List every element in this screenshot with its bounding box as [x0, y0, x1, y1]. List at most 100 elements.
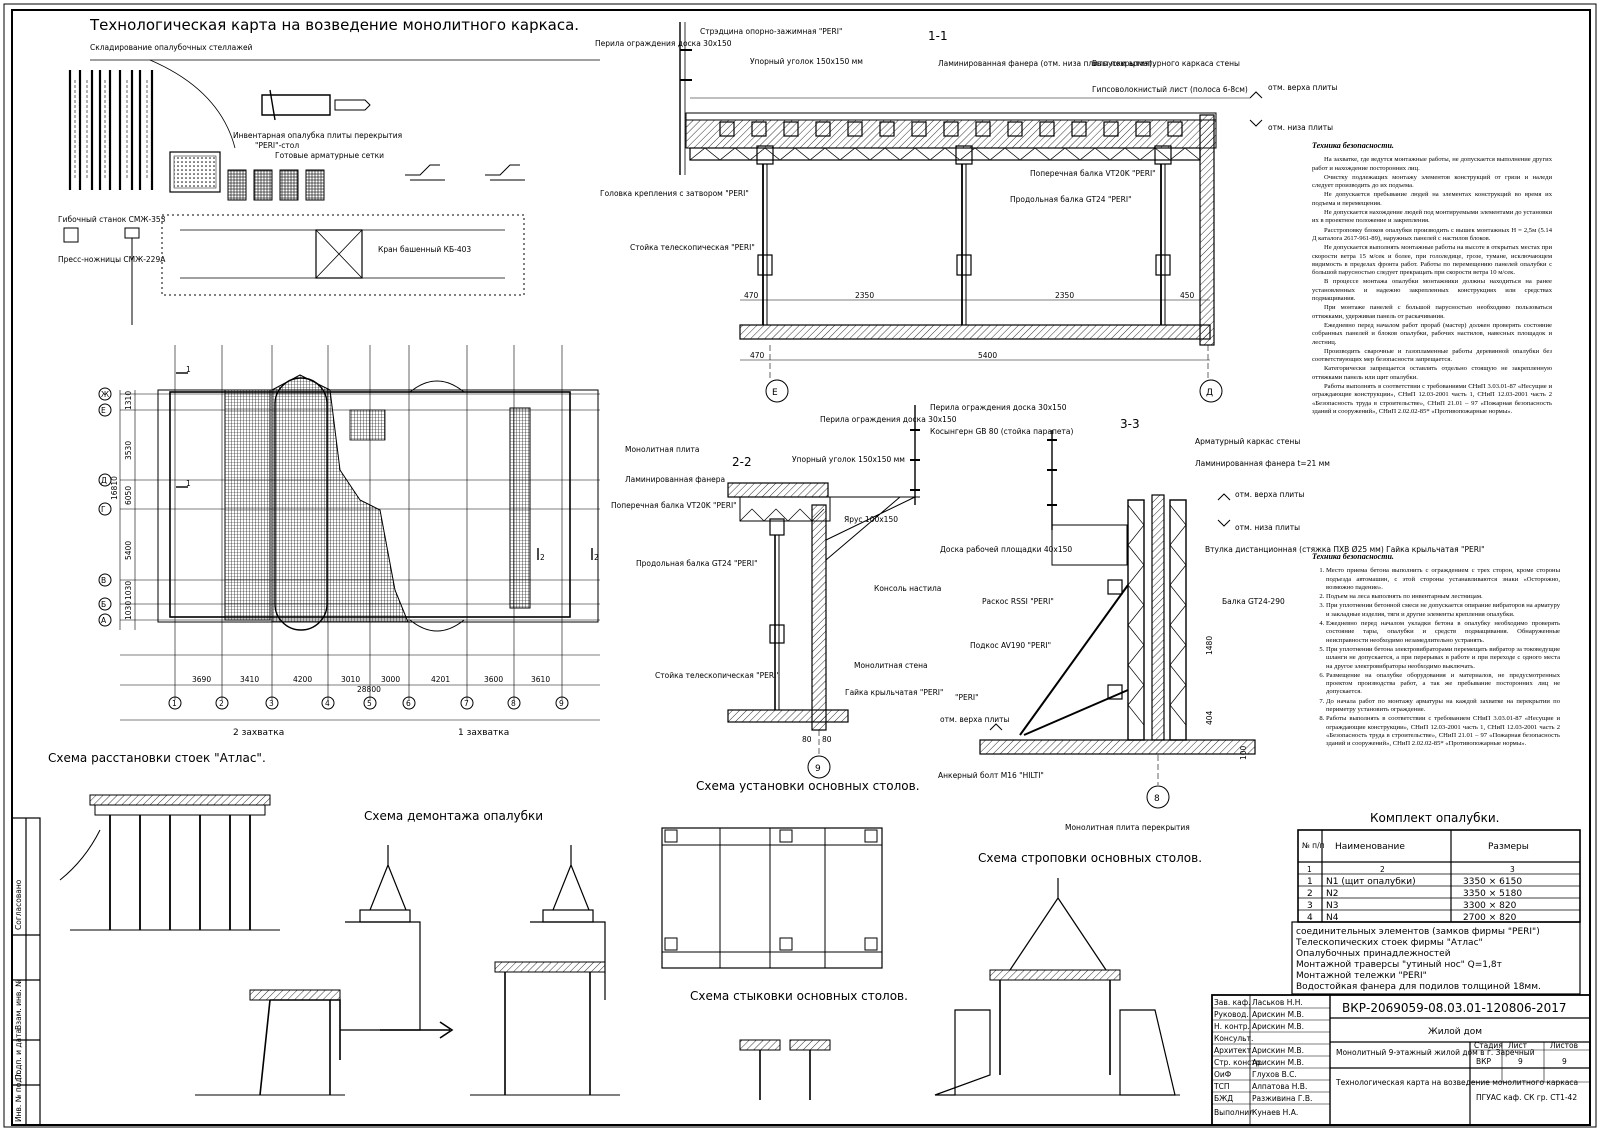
section-1-1-title: 1-1: [928, 29, 948, 43]
s11-rack-label: Стрэдцина опорно-зажимная "PERI": [700, 27, 842, 36]
tb-role-8: БЖД: [1214, 1094, 1233, 1103]
s11-head-label: Головка крепления с затвором "PERI": [600, 189, 749, 198]
tb-name-0: Ласьков Н.Н.: [1252, 998, 1303, 1007]
tb-role-7: ТСП: [1213, 1082, 1229, 1091]
s11-outlets-label: Выпуски арматурного каркаса стены: [1092, 59, 1240, 68]
tb-role-6: ОиФ: [1214, 1070, 1232, 1079]
row-axis-3: Г: [101, 505, 106, 514]
tb-role-3: Консульт.: [1214, 1034, 1253, 1043]
kit-row-1-size: 3350 × 5180: [1463, 889, 1522, 899]
col-dim-4: 3000: [381, 675, 400, 684]
safety-2-item: При уплотнении бетонной смеси не допуска…: [1326, 602, 1560, 619]
row-axis-4: В: [101, 576, 106, 585]
s33-strut-label: Подкос AV190 "PERI": [970, 641, 1051, 650]
safety-1-p0: На захватке, где ведутся монтажные работ…: [1312, 156, 1552, 172]
safety-1-p7: При монтаже панелей с большой парусность…: [1312, 304, 1552, 320]
row-dim-0: 1310: [124, 391, 133, 410]
kit-table: [1291, 829, 1581, 995]
s22-wall-label: Монолитная стена: [854, 661, 928, 670]
tb-name-1: Арискин М.В.: [1252, 1010, 1304, 1019]
tb-sheets-header: Листов: [1550, 1041, 1578, 1050]
safety-1-p1: Очистку подлежащих монтажу элементов кон…: [1312, 173, 1552, 190]
section-2-2-title: 2-2: [732, 455, 752, 469]
safety-2-item: До начала работ по монтажу арматуры на к…: [1326, 698, 1560, 715]
col-axis-2: 3: [269, 699, 274, 708]
dismantle-scheme-title: Схема демонтажа опалубки: [364, 809, 543, 823]
section-mark-1b: 1: [186, 479, 191, 488]
kit-row-2-name: N3: [1326, 901, 1338, 911]
side-stamp-agreed: Согласовано: [14, 879, 23, 930]
kit-row-3-size: 2700 × 820: [1463, 913, 1517, 923]
s33-brace-label: Раскос RSSI "PERI": [982, 597, 1054, 606]
kit-index-1: 1: [1307, 865, 1312, 874]
s22-nut-label: Гайка крыльчатая "PERI": [845, 688, 943, 697]
s11-cross-beam-label: Поперечная балка VT20K "PERI": [1030, 169, 1156, 178]
s22-dim-1: 80: [822, 735, 832, 744]
s22-slab-label: Монолитная плита: [625, 445, 700, 454]
crane-label: Кран башенный КБ-403: [378, 245, 471, 254]
section-mark-1a: 1: [186, 365, 191, 374]
kit-note-1: Телескопических стоек фирмы "Атлас": [1295, 938, 1483, 948]
s33-dim-0: 1480: [1205, 636, 1214, 655]
s33-bottom-mark: отм. низа плиты: [1235, 523, 1300, 532]
s33-top-mark: отм. верха плиты: [1235, 490, 1305, 499]
tb-object: Жилой дом: [1428, 1027, 1482, 1037]
tb-code: ВКР-2069059-08.03.01-120806-2017: [1342, 1001, 1567, 1015]
s22-prop-label: Стойка телескопическая "PERI": [655, 671, 780, 680]
side-stamp-sign: Подп. и дата: [14, 1029, 23, 1080]
s22-railing-label: Перила ограждения доска 30х150: [820, 415, 957, 424]
slinging-scheme: [934, 878, 1180, 1096]
s33-dim-1: 404: [1205, 710, 1214, 725]
col-dim-3: 3010: [341, 675, 360, 684]
col-axis-4: 5: [367, 699, 372, 708]
tb-role-2: Н. контр.: [1214, 1022, 1250, 1031]
row-axis-6: А: [101, 616, 107, 625]
tb-org: ПГУАС каф. СК гр. СТ1-42: [1476, 1093, 1577, 1102]
safety-1-p10: Категорически запрещается оставлять отде…: [1312, 365, 1552, 381]
s11-dim-total: 5400: [978, 351, 997, 360]
s33-axis: 8: [1154, 794, 1160, 804]
tb-project: Монолитный 9-этажный жилой дом в г. Заре…: [1336, 1048, 1535, 1057]
tb-name-4: Арискин М.В.: [1252, 1046, 1304, 1055]
tb-name-6: Глухов В.С.: [1252, 1070, 1297, 1079]
bending-machine-label: Гибочный станок СМЖ-353: [58, 215, 166, 224]
slinging-scheme-title: Схема строповки основных столов.: [978, 851, 1202, 865]
safety-notes-1: Техника безопасности. На захватке, где в…: [1312, 141, 1552, 417]
tb-role-0: Зав. каф.: [1214, 998, 1251, 1007]
safety-2-item: Подъем на леса выполнять по инвентарным …: [1326, 593, 1560, 601]
s11-dim-3: 450: [1180, 291, 1195, 300]
safety-2-item: При уплотнении бетона электровибраторами…: [1326, 646, 1560, 671]
side-stamp-replace: Взам. инв. №: [14, 979, 23, 1030]
safety-notes-2: Техника безопасности. Место приема бетон…: [1312, 552, 1560, 750]
plan-row-axes: [98, 387, 112, 627]
tb-name-7: Алпатова Н.В.: [1252, 1082, 1307, 1091]
kit-row-0-name: N1 (щит опалубки): [1326, 877, 1416, 887]
safety-1-p2: Не допускается пребывание людей на элеме…: [1312, 191, 1552, 207]
safety-2-item: Работы выполнять в соответствии с требов…: [1326, 715, 1560, 748]
tb-sheet-header: Лист: [1508, 1041, 1528, 1050]
docking-scheme-title: Схема стыковки основных столов.: [690, 989, 908, 1003]
safety-1-p4: Расстроповку блоков опалубки производить…: [1312, 226, 1552, 242]
section-3-3-title: 3-3: [1120, 417, 1140, 431]
kit-note-4: Монтажной тележки "PERI": [1296, 971, 1427, 981]
tb-sheets: 9: [1562, 1057, 1567, 1066]
safety-1-p8: Ежедневно перед началом работ прораб (ма…: [1312, 321, 1552, 346]
side-stamp: [11, 817, 41, 1126]
shears-label: Пресс-ножницы СМЖ-229А: [58, 255, 166, 264]
col-axis-6: 7: [464, 699, 469, 708]
s33-railing-label: Перила ограждения доска 30х150: [930, 403, 1067, 412]
row-dim-1: 3530: [124, 441, 133, 460]
section-1-1: [679, 22, 1263, 403]
sheet-frame: [3, 3, 1597, 1128]
tb-stage-header: Стадия: [1474, 1041, 1503, 1050]
kit-note-5: Водостойкая фанера для подилов толщиной …: [1296, 982, 1541, 992]
kit-row-0-no: 1: [1307, 877, 1313, 887]
s22-angle-label: Упорный уголок 150х150 мм: [792, 455, 905, 464]
s11-top-mark: отм. верха плиты: [1268, 83, 1338, 92]
s33-kosinger-label: Косынгерн GB 80 (стойка парапета): [930, 427, 1073, 436]
safety-1-p6: В процессе монтажа опалубки монтажники д…: [1312, 278, 1552, 303]
col-dim-5: 4201: [431, 675, 450, 684]
safety-2-item: Ежедневно перед началом укладки бетона в…: [1326, 620, 1560, 645]
tb-role-4: Архитект.: [1214, 1046, 1253, 1055]
